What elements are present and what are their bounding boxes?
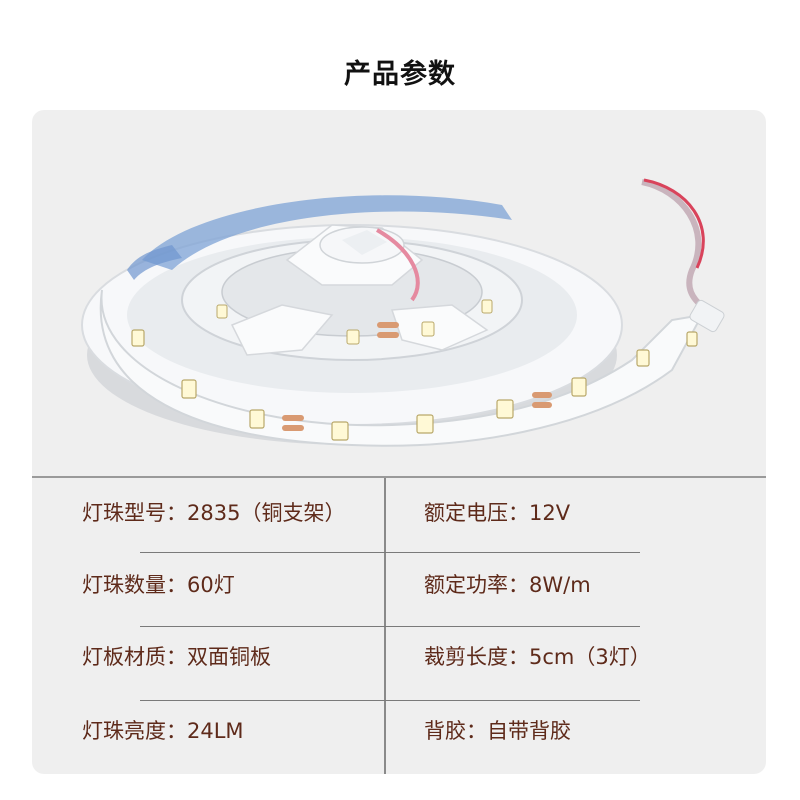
row-divider — [140, 700, 640, 701]
spec-value: 2835（铜支架） — [187, 501, 346, 525]
led-strip-reel-image — [81, 178, 725, 447]
spec-value: 60灯 — [187, 573, 235, 597]
spec-label: 额定功率： — [424, 573, 529, 597]
spec-rated-voltage: 额定电压：12V — [424, 498, 570, 528]
spec-table: 灯珠型号：2835（铜支架） 额定电压：12V 灯珠数量：60灯 额定功率：8W… — [32, 476, 766, 774]
spec-label: 背胶： — [424, 719, 487, 743]
product-panel: 灯珠型号：2835（铜支架） 额定电压：12V 灯珠数量：60灯 额定功率：8W… — [32, 110, 766, 774]
spec-board-material: 灯板材质：双面铜板 — [82, 642, 271, 672]
spec-led-brightness: 灯珠亮度：24LM — [82, 716, 244, 746]
spec-value: 8W/m — [529, 573, 591, 597]
spec-rated-power: 额定功率：8W/m — [424, 570, 591, 600]
spec-value: 双面铜板 — [187, 645, 271, 669]
spec-value: 24LM — [187, 719, 244, 743]
row-divider — [140, 552, 640, 553]
spec-value: 5cm（3灯） — [529, 645, 651, 669]
spec-value: 12V — [529, 501, 571, 525]
spec-label: 灯板材质： — [82, 645, 187, 669]
spec-led-count: 灯珠数量：60灯 — [82, 570, 235, 600]
spec-label: 灯珠型号： — [82, 501, 187, 525]
spec-label: 额定电压： — [424, 501, 529, 525]
spec-value: 自带背胶 — [487, 719, 571, 743]
spec-label: 灯珠亮度： — [82, 719, 187, 743]
spec-led-model: 灯珠型号：2835（铜支架） — [82, 498, 345, 528]
spec-cut-length: 裁剪长度：5cm（3灯） — [424, 642, 651, 672]
row-divider — [140, 626, 640, 627]
spec-adhesive: 背胶：自带背胶 — [424, 716, 571, 746]
page-title: 产品参数 — [344, 59, 456, 90]
spec-label: 灯珠数量： — [82, 573, 187, 597]
spec-label: 裁剪长度： — [424, 645, 529, 669]
